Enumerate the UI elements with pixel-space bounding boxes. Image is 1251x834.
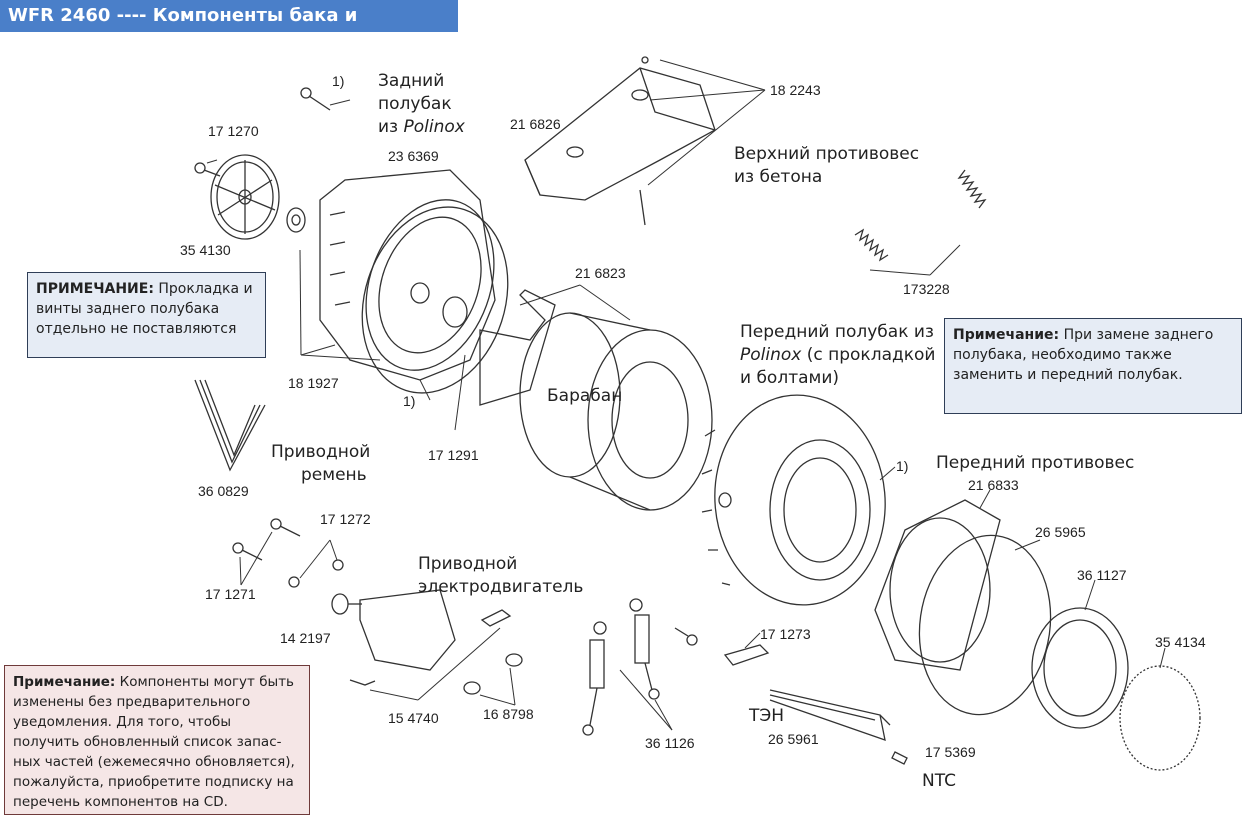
rear-tub-caption: Задний полубак из Polinox	[378, 71, 465, 137]
part-14-2197-label: 14 2197	[280, 630, 331, 646]
front-counterweight-drawing	[874, 499, 1001, 671]
wire-ring-drawing	[1119, 665, 1201, 771]
front-counterweight-caption: Передний противовес	[936, 453, 1135, 473]
seal-drawing	[286, 207, 306, 233]
part-15-4740-label: 15 4740	[388, 710, 439, 726]
part-17-1273-label: 17 1273	[760, 626, 811, 642]
motor-brush-drawing	[463, 609, 523, 695]
bolts-group-drawing	[232, 518, 344, 588]
motor-caption: Приводной электродвигатель	[418, 554, 584, 597]
top-counterweight-drawing	[524, 56, 716, 226]
screw-17-1273-drawing	[674, 627, 770, 666]
front-tub-caption: Передний полубак из Polinox (с прокладко…	[740, 322, 936, 388]
clamp-ring-drawing	[918, 534, 1052, 716]
part-16-8798-label: 16 8798	[483, 706, 534, 722]
heater-caption: ТЭН	[749, 706, 785, 726]
part-18-1927-label: 18 1927	[288, 375, 339, 391]
drive-belt-drawing	[194, 379, 266, 472]
part-21-6833-label: 21 6833	[968, 477, 1019, 493]
shock-absorbers-drawing	[582, 598, 660, 736]
screw-top-left-drawing	[300, 87, 331, 111]
gasket-ring-drawing	[361, 206, 509, 394]
rear-tub-drawing	[319, 169, 496, 381]
part-17-1270-label: 17 1270	[208, 123, 259, 139]
part-36-0829-label: 36 0829	[198, 483, 249, 499]
note-replace-front-tub: Примечание: При замене заднего полубака,…	[944, 318, 1242, 414]
drum-drawing	[519, 312, 713, 511]
part-26-5961-label: 26 5961	[768, 731, 819, 747]
part-17-1271-label: 17 1271	[205, 586, 256, 602]
part-35-4134-label: 35 4134	[1155, 634, 1206, 650]
ntc-sensor-drawing	[891, 751, 908, 765]
footnote-mark: 1)	[403, 393, 416, 409]
part-26-5965-label: 26 5965	[1035, 524, 1086, 540]
motor-drawing	[331, 589, 456, 686]
footnote-mark: 1)	[896, 458, 909, 474]
part-17-1291-label: 17 1291	[428, 447, 479, 463]
part-23-6369-label: 23 6369	[388, 148, 439, 164]
drive-belt-caption: Приводной ремень	[271, 442, 371, 485]
ntc-caption: NTC	[922, 771, 956, 791]
part-17-5369-label: 17 5369	[925, 744, 976, 760]
part-21-6823-label: 21 6823	[575, 265, 626, 281]
springs-drawing	[854, 169, 987, 262]
part-17-1272-label: 17 1272	[320, 511, 371, 527]
bolt-17-1270-drawing	[194, 162, 221, 177]
part-18-2243-label: 18 2243	[770, 82, 821, 98]
drum-spider-drawing	[479, 289, 556, 406]
part-35-4130-label: 35 4130	[180, 242, 231, 258]
front-tub-drawing	[701, 394, 886, 606]
part-173228-label: 173228	[903, 281, 950, 297]
note-rear-tub-gasket: ПРИМЕЧАНИЕ: Прокладка и винты заднего по…	[27, 272, 266, 358]
pulley-drawing	[210, 154, 280, 240]
page-title: WFR 2460 ---- Компоненты бака и барабана	[0, 0, 458, 58]
part-36-1127-label: 36 1127	[1077, 567, 1127, 583]
note-components-change: Примечание: Компоненты могут быть измене…	[4, 665, 310, 815]
part-21-6826-label: 21 6826	[510, 116, 561, 132]
footnote-mark: 1)	[332, 73, 345, 89]
heater-drawing	[769, 689, 891, 741]
part-36-1126-label: 36 1126	[645, 735, 695, 751]
top-counterweight-caption: Верхний противовес из бетона	[734, 144, 920, 187]
door-seal-drawing	[1031, 607, 1129, 729]
drum-caption: Барабан	[547, 386, 623, 406]
